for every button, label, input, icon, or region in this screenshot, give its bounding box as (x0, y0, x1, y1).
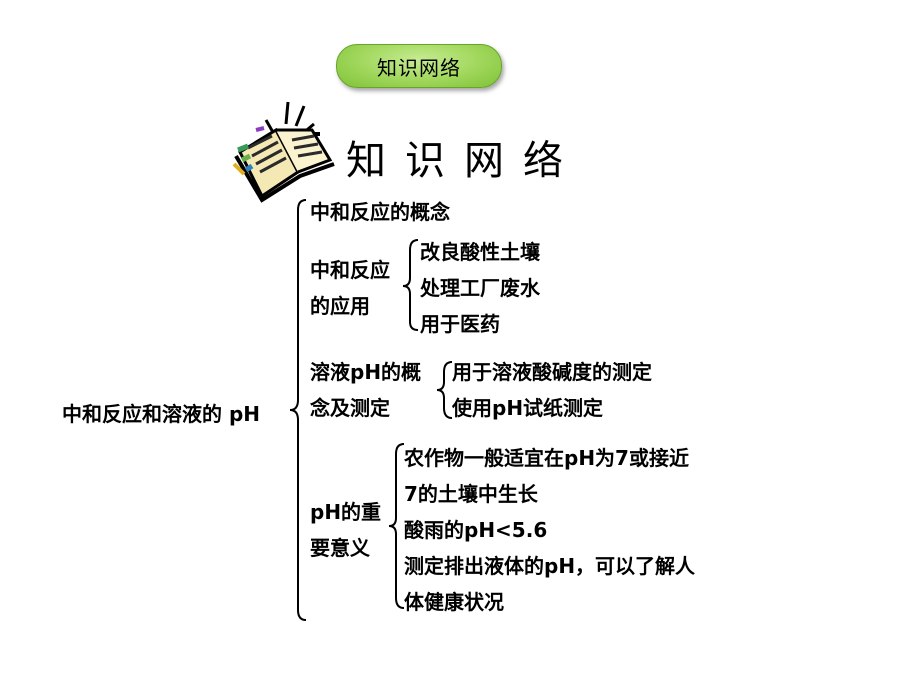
root-node: 中和反应和溶液的 pH (62, 402, 261, 426)
branch-ph-concept-label-2: 念及测定 (310, 396, 390, 420)
page-title: 知识网络 (346, 138, 582, 184)
ph-concept-item: 使用pH试纸测定 (452, 396, 604, 420)
branch-significance-label-2: 要意义 (310, 536, 370, 560)
significance-line: 农作物一般适宜在pH为7或接近 (404, 446, 689, 470)
branch-application-label-1: 中和反应 (310, 258, 390, 282)
section-badge: 知识网络 (336, 44, 502, 88)
ph-concept-item: 用于溶液酸碱度的测定 (452, 360, 652, 384)
branch-ph-concept-label-1: 溶液pH的概 (310, 360, 422, 384)
significance-line: 7的土壤中生长 (404, 482, 538, 506)
section-badge-label: 知识网络 (377, 55, 461, 80)
branch-application-label-2: 的应用 (310, 294, 370, 318)
branch-significance-label-1: pH的重 (310, 500, 382, 524)
application-item: 用于医药 (420, 312, 500, 336)
significance-line: 测定排出液体的pH，可以了解人 (404, 554, 696, 578)
significance-line: 酸雨的pH<5.6 (404, 518, 548, 542)
branch-concept: 中和反应的概念 (310, 200, 450, 224)
application-item: 改良酸性土壤 (420, 240, 540, 264)
application-item: 处理工厂废水 (420, 276, 540, 300)
significance-line: 体健康状况 (404, 590, 504, 614)
open-book-icon (232, 101, 335, 203)
